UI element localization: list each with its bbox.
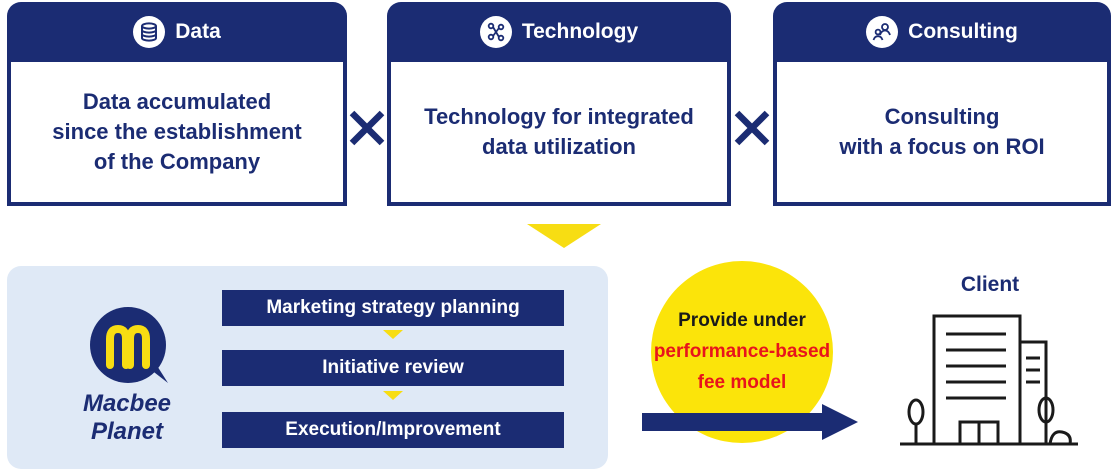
pillar-technology: Technology Technology for integrated dat… — [387, 2, 731, 206]
provide-line1: Provide under — [678, 310, 806, 331]
down-arrow — [527, 224, 601, 248]
database-icon — [133, 16, 166, 48]
pillar-consulting-body: Consulting with a focus on ROI — [773, 62, 1111, 206]
company-name-line2: Planet — [90, 418, 164, 445]
client-label: Client — [960, 273, 1020, 296]
building-icon — [900, 312, 1078, 453]
step-execution-improvement: Execution/Improvement — [222, 412, 564, 448]
step-arrow — [383, 391, 403, 400]
pillar-consulting-line: Consulting — [884, 104, 1000, 130]
people-icon — [866, 16, 899, 48]
pillar-data-header: Data — [7, 2, 347, 62]
pillar-data: Data Data accumulated since the establis… — [7, 2, 347, 206]
pillar-data-line: since the establishment — [52, 119, 302, 145]
pillar-consulting-header: Consulting — [773, 2, 1111, 62]
provide-line2: performance-based — [653, 341, 831, 362]
provide-text: Provide under performance-based fee mode… — [620, 305, 864, 398]
link-nodes-icon — [479, 16, 512, 48]
pillar-technology-title: Technology — [521, 20, 639, 43]
multiply-operator — [733, 110, 771, 151]
pillar-technology-line: Technology for integrated — [424, 104, 694, 130]
pillar-consulting-line: with a focus on ROI — [839, 134, 1045, 159]
macbee-logo-icon — [84, 303, 176, 394]
step-initiative-review: Initiative review — [222, 350, 564, 386]
pillar-consulting: Consulting Consulting with a focus on RO… — [773, 2, 1111, 206]
company-name-line1: Macbee — [82, 390, 172, 417]
pillar-data-title: Data — [175, 20, 221, 43]
pillar-data-line: of the Company — [93, 148, 261, 174]
pillar-data-body: Data accumulated since the establishment… — [7, 62, 347, 206]
right-arrow — [642, 404, 860, 445]
pillar-technology-line: data utilization — [482, 134, 636, 159]
pillar-technology-body: Technology for integrated data utilizati… — [387, 62, 731, 206]
step-arrow — [383, 330, 403, 339]
pillar-technology-header: Technology — [387, 2, 731, 62]
pillar-data-line: Data accumulated — [82, 89, 272, 115]
multiply-operator — [348, 110, 386, 151]
company-name: Macbee Planet — [62, 390, 192, 446]
provide-line3: fee model — [697, 372, 787, 393]
step-marketing-strategy: Marketing strategy planning — [222, 290, 564, 326]
pillar-consulting-title: Consulting — [908, 20, 1018, 43]
highlight-circle — [651, 261, 833, 443]
